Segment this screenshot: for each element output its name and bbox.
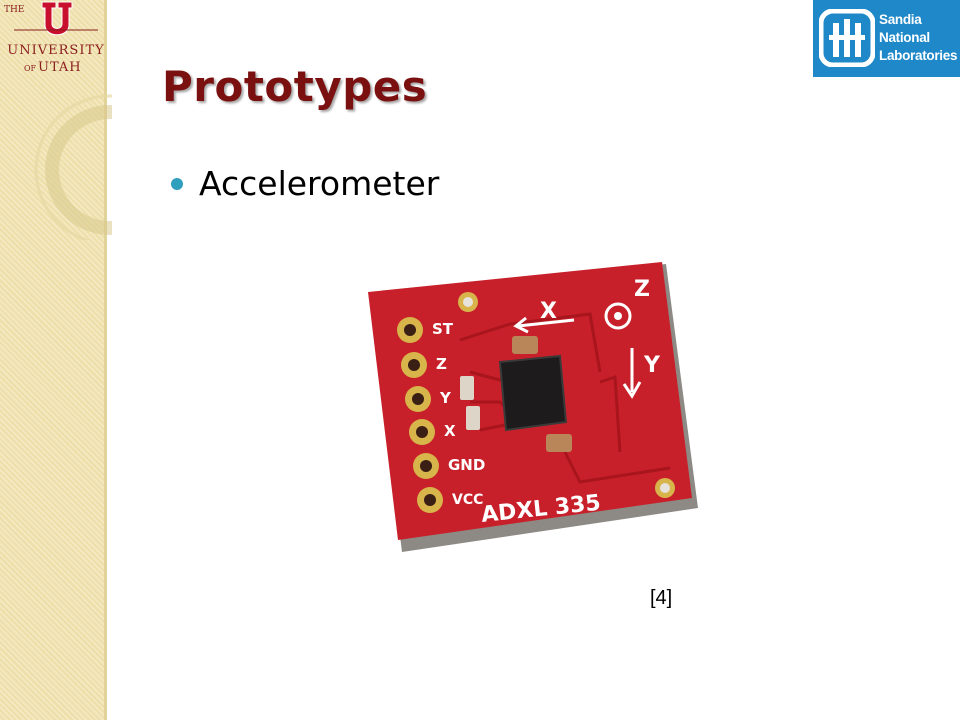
sandia-logo-line1: Sandia — [879, 12, 922, 27]
pin-hole — [397, 317, 423, 343]
sandia-thunderbird-icon — [819, 9, 875, 67]
pin-label: ST — [432, 320, 454, 338]
axis-label: Y — [643, 353, 661, 378]
sandia-logo-line3: Laboratories — [879, 48, 958, 63]
university-of-utah-logo: THE UNIVERSITY OF UTAH — [0, 0, 112, 82]
image-citation: [4] — [650, 587, 673, 609]
bullet-item: Accelerometer — [199, 164, 440, 203]
sandia-national-laboratories-logo: Sandia National Laboratories — [813, 0, 960, 77]
axis-label: X — [540, 299, 557, 324]
capacitor — [546, 434, 572, 452]
pin-label: Y — [439, 389, 452, 407]
pin-label: VCC — [452, 492, 483, 508]
block-u-icon — [14, 1, 98, 36]
accelerometer-board-image: ST Z Y X GND VCC X Y Z ADXL 335 — [368, 262, 698, 552]
axis-arrows — [513, 302, 642, 399]
pin-hole — [409, 419, 435, 445]
axis-label: Z — [634, 277, 650, 302]
pin-hole — [401, 352, 427, 378]
utah-logo-of: OF — [24, 64, 37, 73]
pin-label: X — [444, 422, 456, 440]
utah-logo-the: THE — [4, 5, 25, 15]
sidebar-edge — [104, 0, 107, 720]
pin-headers — [397, 317, 443, 513]
pin-label: Z — [436, 355, 447, 373]
pin-hole — [413, 453, 439, 479]
pin-hole — [417, 487, 443, 513]
slide-title: Prototypes — [162, 62, 428, 111]
board-traces — [459, 312, 671, 484]
capacitor — [512, 336, 538, 354]
decorative-rings — [34, 94, 112, 240]
pin-hole — [405, 386, 431, 412]
z-axis-dot — [614, 312, 622, 320]
pin-label: GND — [448, 456, 485, 474]
utah-logo-university: UNIVERSITY — [7, 43, 105, 58]
bullet-icon — [171, 178, 183, 190]
utah-logo-utah: UTAH — [38, 60, 82, 75]
adxl-chip — [498, 354, 568, 432]
capacitor — [460, 376, 474, 400]
capacitor — [466, 406, 480, 430]
sandia-logo-line2: National — [879, 30, 930, 45]
